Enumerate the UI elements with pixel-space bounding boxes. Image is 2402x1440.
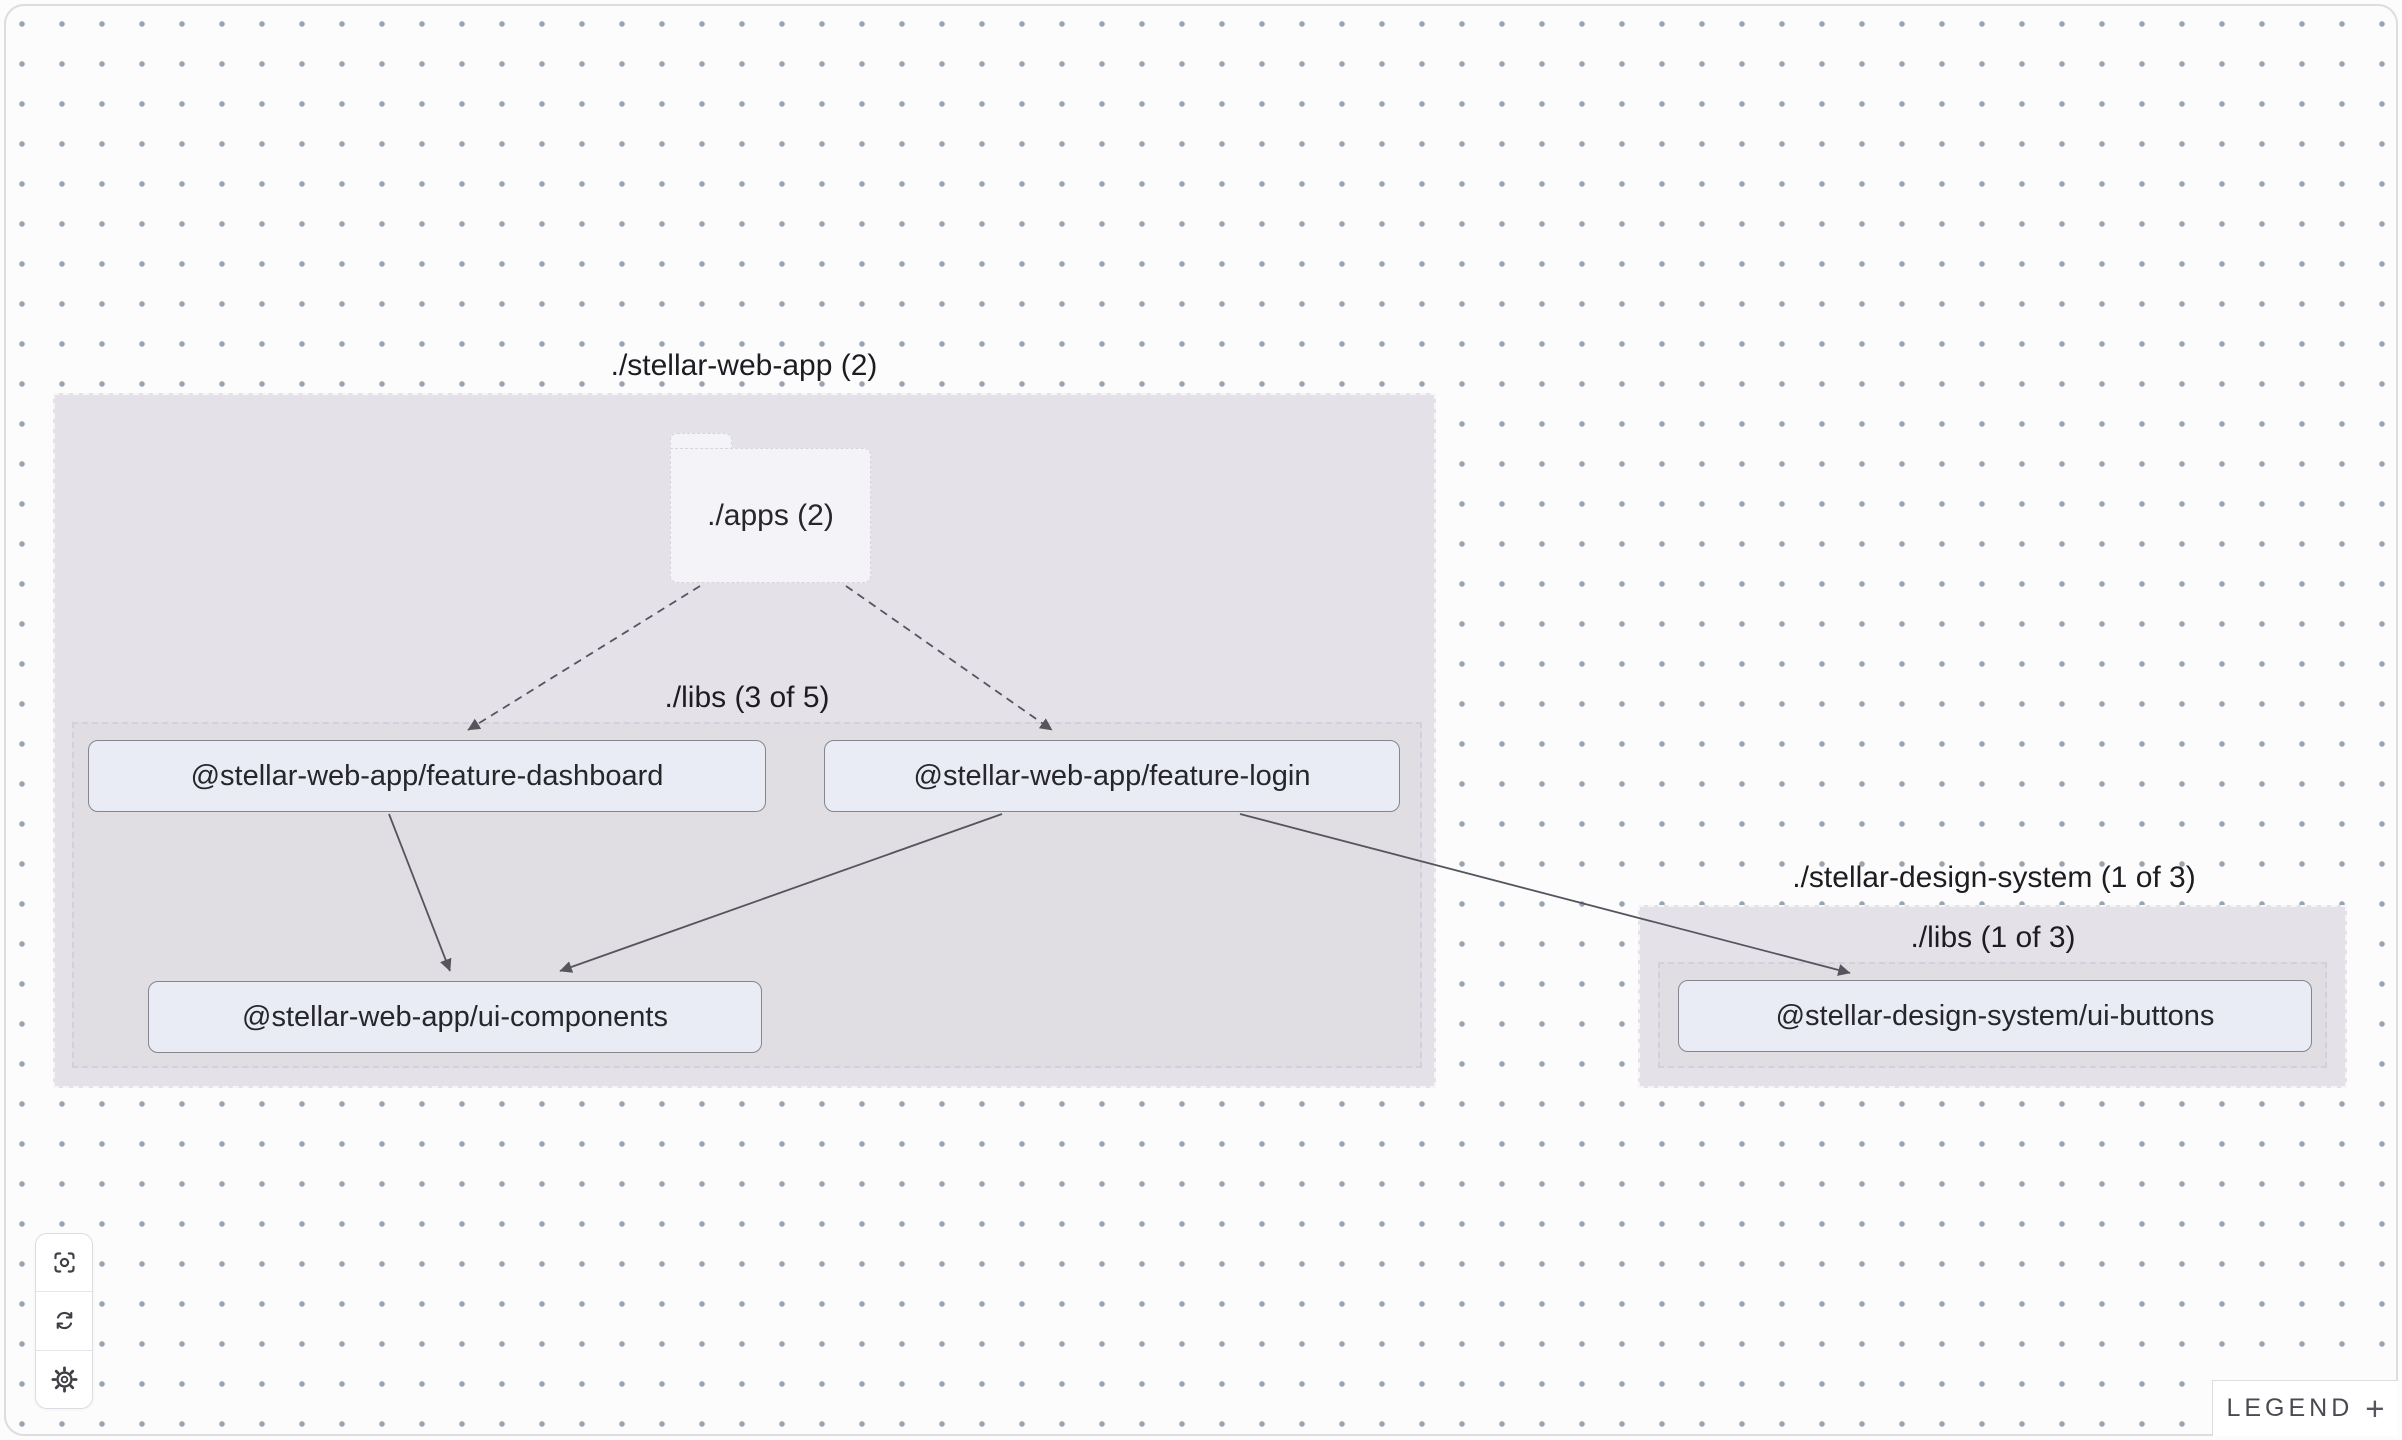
node-label: @stellar-web-app/ui-components	[242, 1000, 668, 1033]
node-ui-buttons[interactable]: @stellar-design-system/ui-buttons	[1678, 980, 2312, 1052]
refresh-layout-button[interactable]	[36, 1292, 92, 1351]
cluster-label-stellar-web-app: ./stellar-web-app (2)	[610, 349, 878, 382]
node-label: @stellar-web-app/feature-login	[913, 759, 1311, 792]
refresh-icon	[56, 1312, 72, 1330]
node-ui-components[interactable]: @stellar-web-app/ui-components	[148, 981, 762, 1053]
legend-expand-icon: +	[2365, 1389, 2385, 1427]
settings-icon	[51, 1366, 77, 1393]
cluster-label-web-app-libs: ./libs (3 of 5)	[664, 681, 830, 714]
node-label: @stellar-design-system/ui-buttons	[1775, 999, 2215, 1032]
node-label: @stellar-web-app/feature-dashboard	[190, 759, 664, 792]
cluster-label-design-system-libs: ./libs (1 of 3)	[1910, 921, 2076, 954]
folder-label: ./apps (2)	[707, 498, 834, 532]
legend-label: LEGEND	[2226, 1394, 2354, 1422]
node-feature-login[interactable]: @stellar-web-app/feature-login	[824, 740, 1400, 812]
settings-button[interactable]	[36, 1350, 92, 1408]
focus-icon	[53, 1252, 75, 1273]
legend-toggle[interactable]: LEGEND +	[2212, 1380, 2398, 1436]
cluster-label-stellar-design-system: ./stellar-design-system (1 of 3)	[1792, 861, 2196, 894]
graph-toolbar	[35, 1233, 93, 1409]
node-feature-dashboard[interactable]: @stellar-web-app/feature-dashboard	[88, 740, 766, 812]
zoom-to-fit-button[interactable]	[36, 1234, 92, 1293]
